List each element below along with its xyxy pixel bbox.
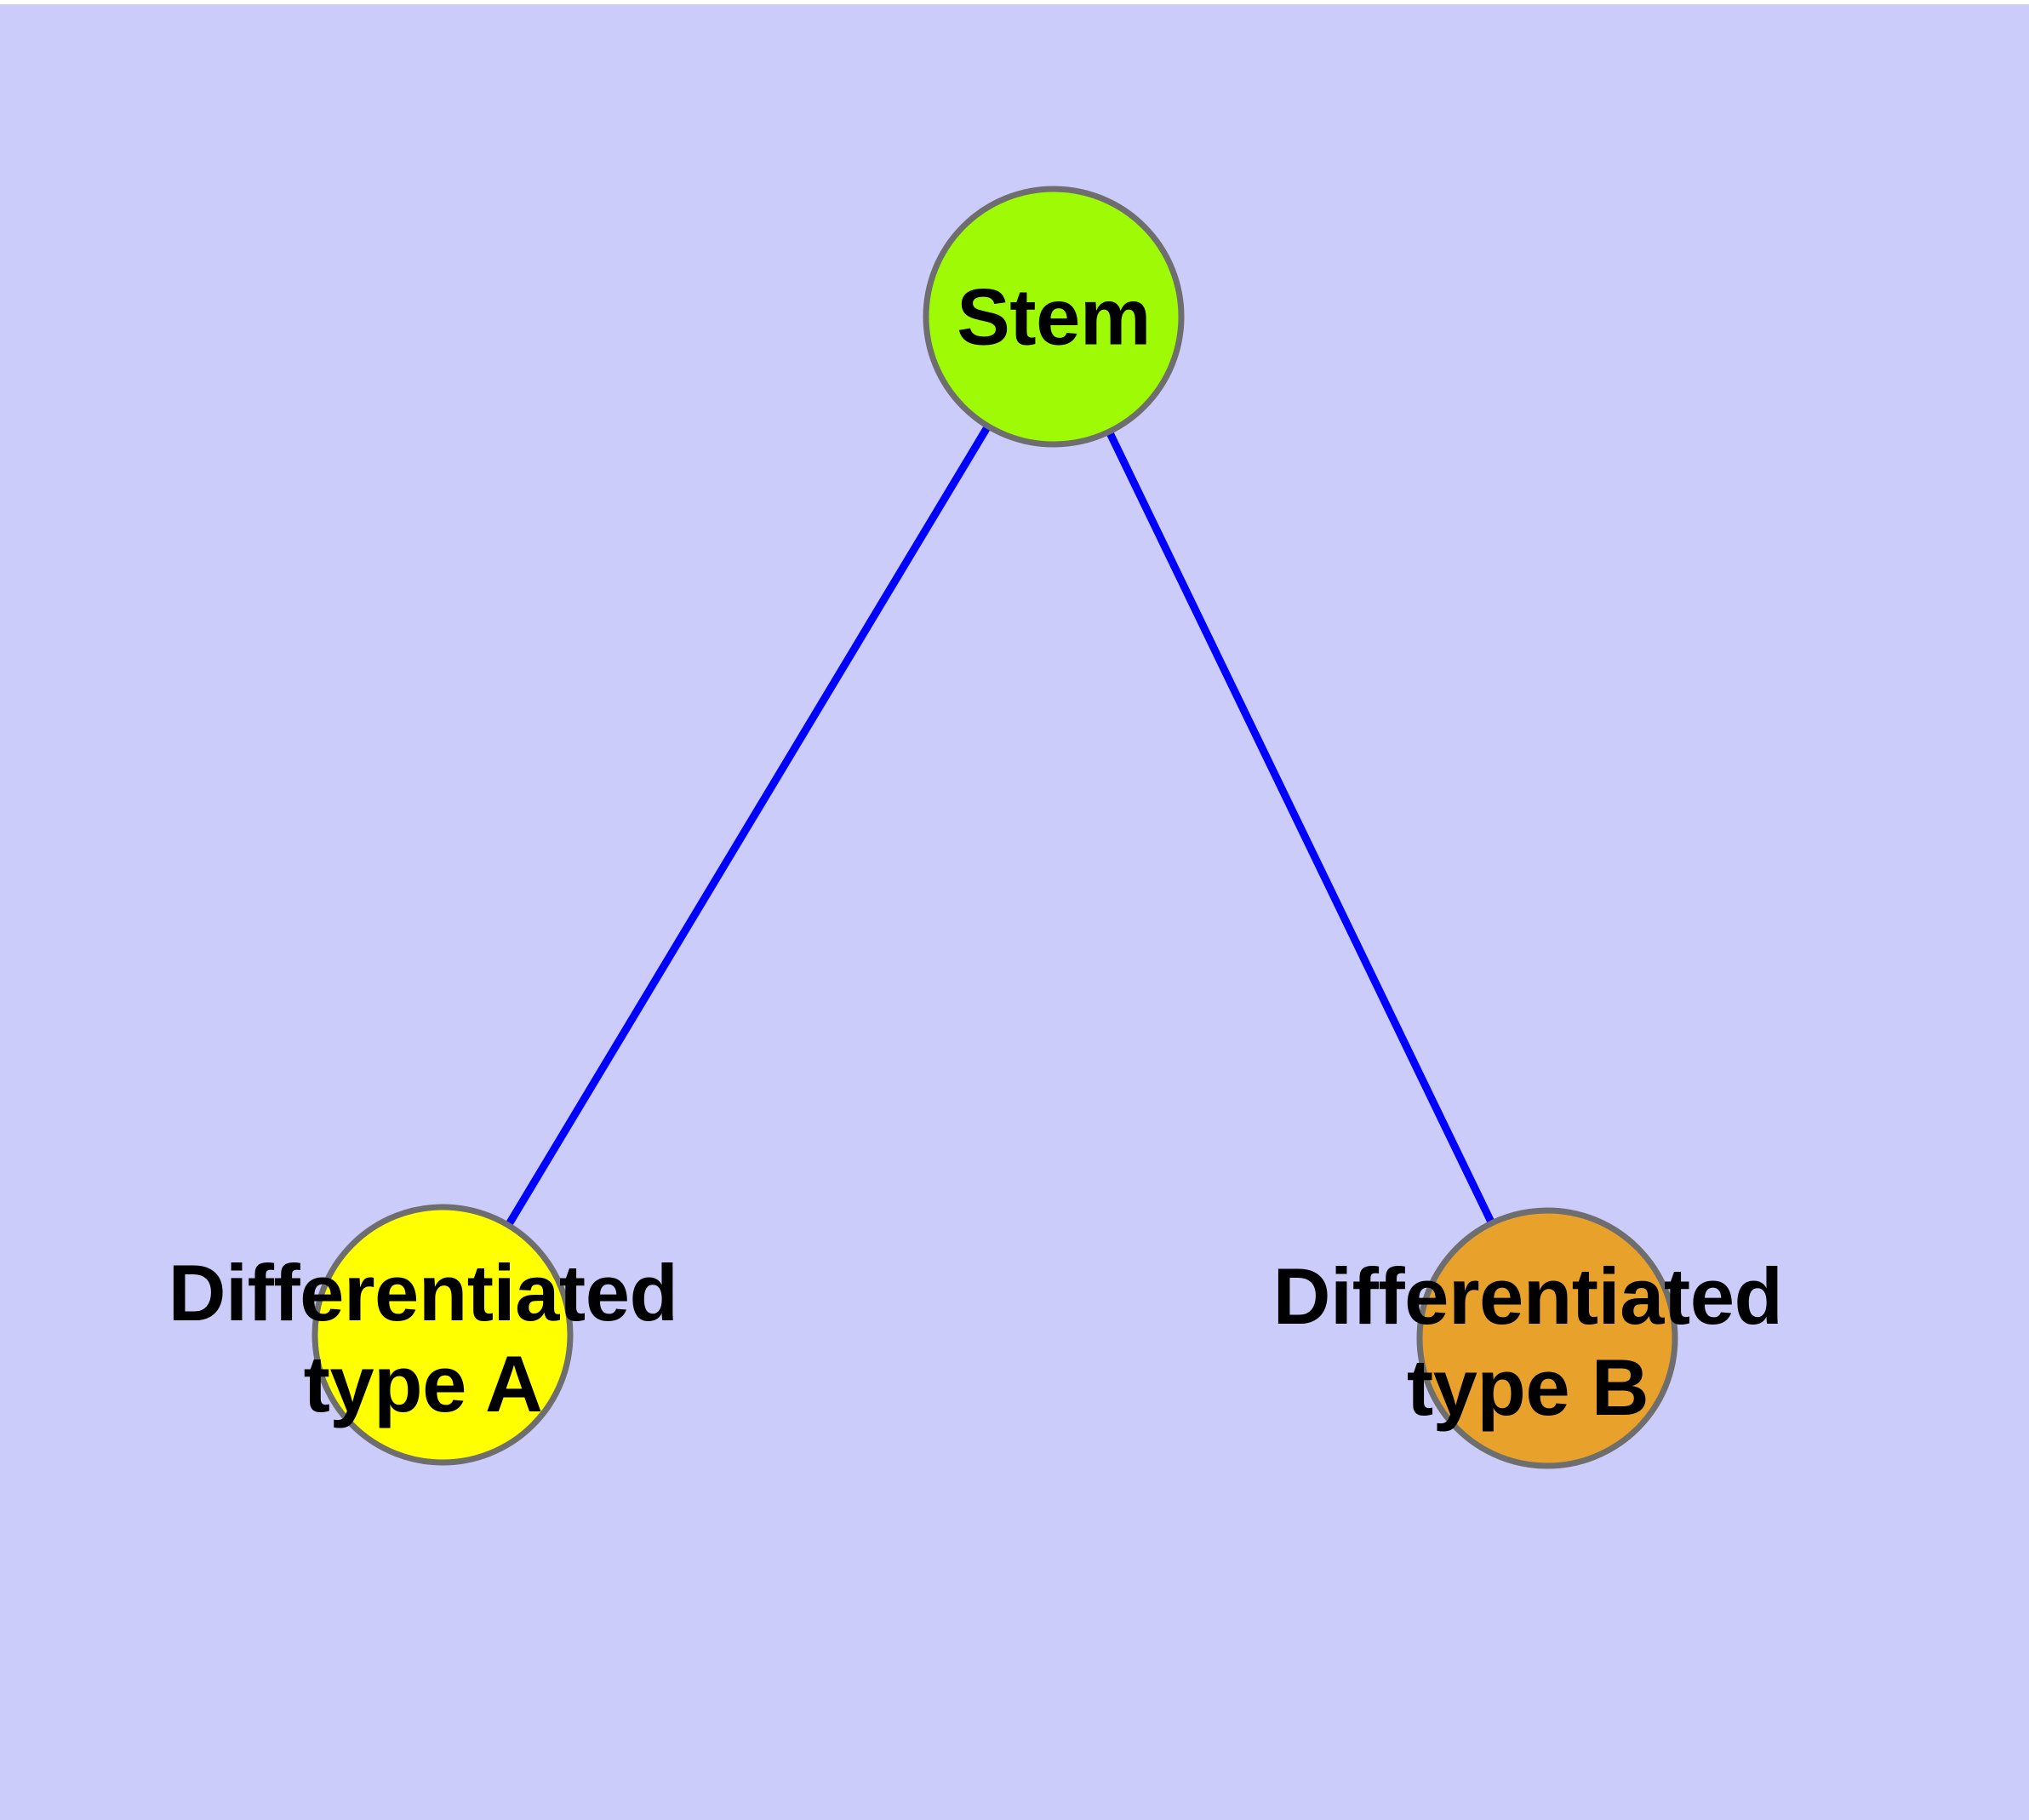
node-diff-b-circle[interactable] (1416, 1207, 1678, 1469)
node-stem-circle[interactable] (923, 186, 1185, 448)
node-diff-a-circle[interactable] (311, 1204, 574, 1466)
edge-layer (439, 314, 1552, 1340)
edge-stem-to-diff-b (1049, 315, 1552, 1340)
edge-stem-to-diff-a (439, 314, 1057, 1337)
node-layer (311, 186, 1678, 1469)
